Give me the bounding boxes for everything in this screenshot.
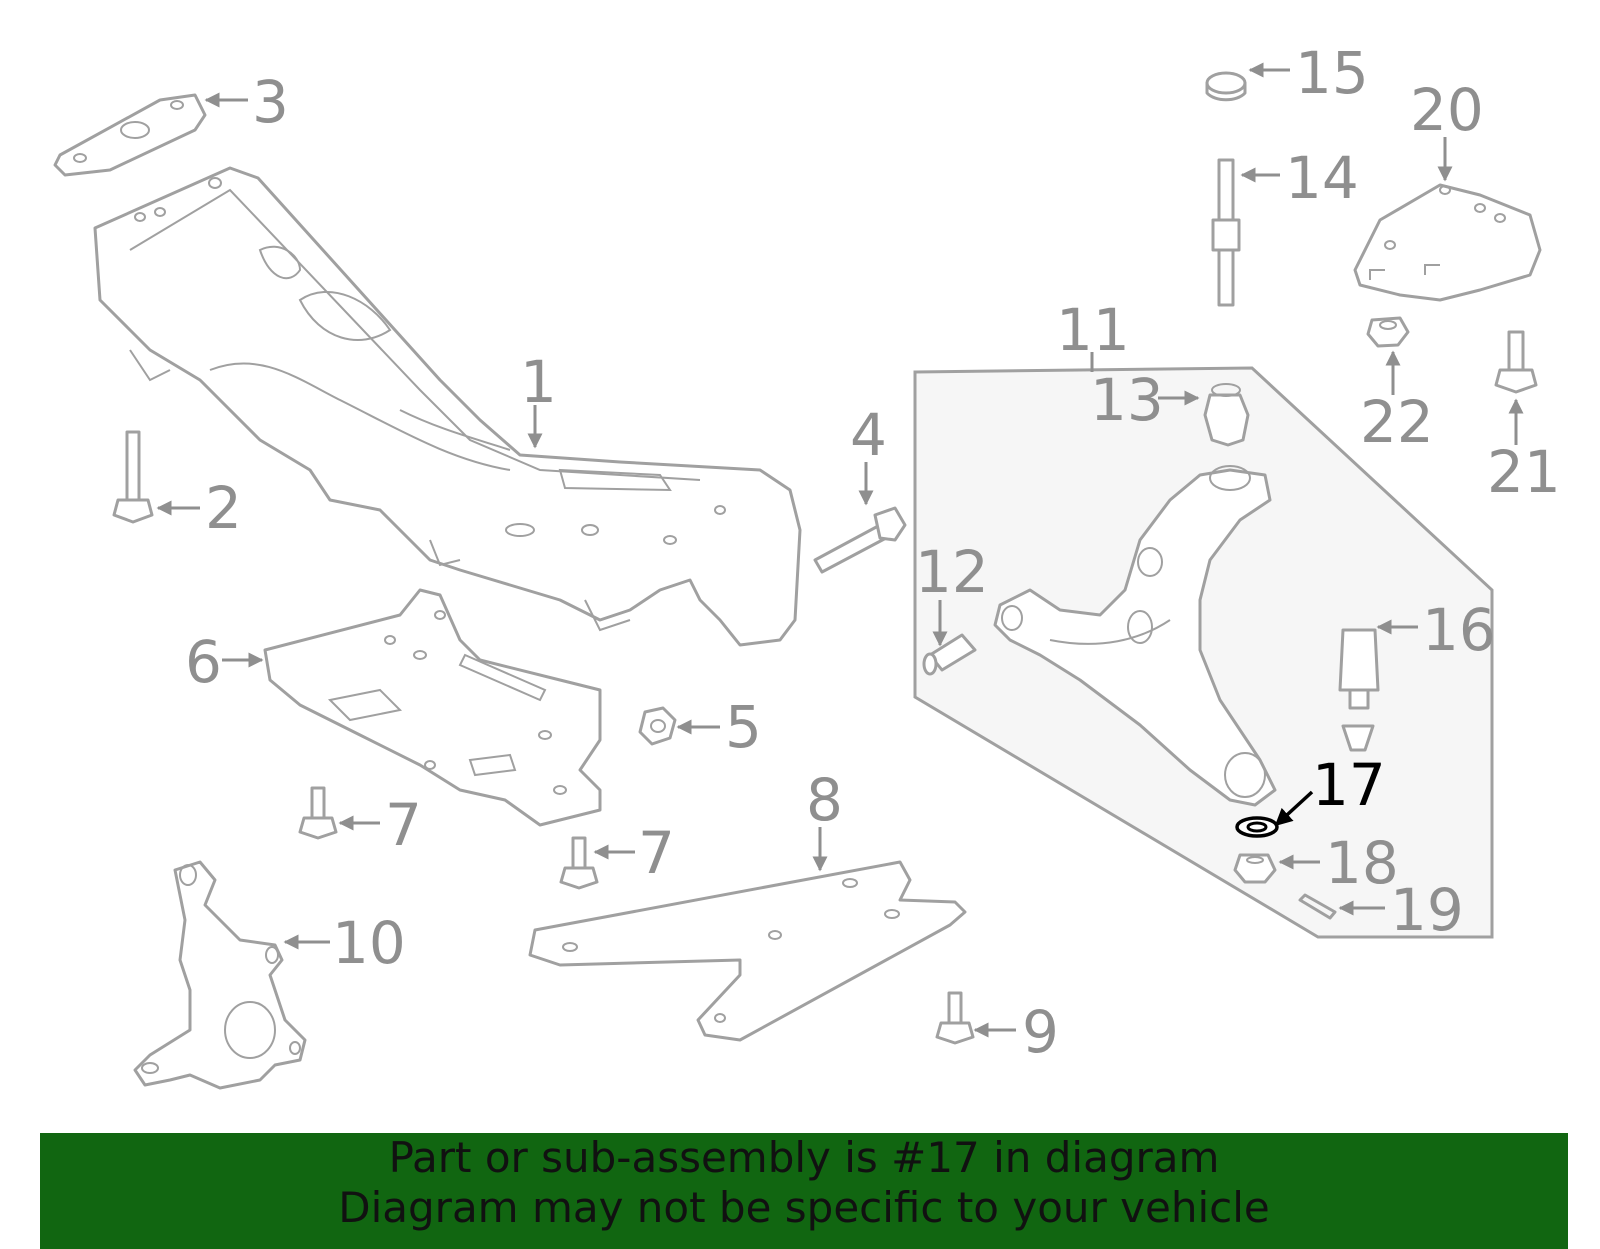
part-20-bracket <box>1353 183 1542 302</box>
callout-4: 4 <box>850 401 887 469</box>
banner-line-1: Part or sub-assembly is #17 in diagram <box>388 1133 1220 1182</box>
control-arm-assembly-box <box>913 366 1494 939</box>
part-18-nut <box>1233 853 1277 884</box>
callout-labels: 1 2 3 4 5 6 7 7 8 9 10 11 12 13 14 15 16… <box>185 39 1561 1066</box>
part-17-washer <box>1235 816 1279 838</box>
callout-5: 5 <box>725 693 762 761</box>
callout-7a: 7 <box>385 791 422 859</box>
callout-11: 11 <box>1056 296 1130 364</box>
callout-8: 8 <box>806 766 843 834</box>
part-4-bolt <box>813 506 907 574</box>
part-2-bolt <box>112 430 154 524</box>
part-3-bracket <box>53 93 207 177</box>
callout-6: 6 <box>185 628 222 696</box>
callout-21: 21 <box>1487 438 1561 506</box>
callout-13: 13 <box>1090 366 1164 434</box>
callout-12: 12 <box>915 538 989 606</box>
part-14-stud <box>1211 158 1241 307</box>
part-10-knuckle <box>133 860 307 1090</box>
part-6-shield <box>263 588 602 827</box>
callout-19: 19 <box>1390 876 1464 944</box>
part-13-bushing <box>1203 383 1250 447</box>
callout-9: 9 <box>1022 998 1059 1066</box>
part-16-ball-joint <box>1338 628 1380 752</box>
parts-diagram: 1 2 3 4 5 6 7 7 8 9 10 11 12 13 14 15 16… <box>53 39 1561 1090</box>
callout-20: 20 <box>1410 76 1484 144</box>
part-11-control-arm <box>993 465 1277 807</box>
part-15-washer <box>1205 71 1247 102</box>
part-7-bolt-a <box>298 786 338 840</box>
part-1-crossmember <box>93 166 802 647</box>
callout-10: 10 <box>332 909 406 977</box>
callout-7b: 7 <box>638 819 675 887</box>
callout-17: 17 <box>1312 751 1386 819</box>
callout-15: 15 <box>1295 39 1369 107</box>
part-22-nut <box>1366 316 1410 348</box>
part-7-bolt-b <box>559 836 599 890</box>
callout-18: 18 <box>1325 829 1399 897</box>
part-5-nut <box>638 706 677 746</box>
callout-16: 16 <box>1422 596 1496 664</box>
info-banner: Part or sub-assembly is #17 in diagram D… <box>40 1133 1568 1249</box>
part-19-cotter-pin <box>1298 893 1337 920</box>
callout-2: 2 <box>205 474 242 542</box>
callout-3: 3 <box>252 68 289 136</box>
part-12-bushing <box>922 633 977 676</box>
part-21-bolt <box>1494 330 1538 394</box>
part-8-plate <box>528 860 967 1042</box>
callout-22: 22 <box>1360 388 1434 456</box>
part-9-bolt <box>935 991 975 1045</box>
callout-1: 1 <box>520 348 557 416</box>
leader-lines <box>156 62 1524 1038</box>
banner-line-2: Diagram may not be specific to your vehi… <box>338 1183 1270 1232</box>
callout-14: 14 <box>1285 144 1359 212</box>
